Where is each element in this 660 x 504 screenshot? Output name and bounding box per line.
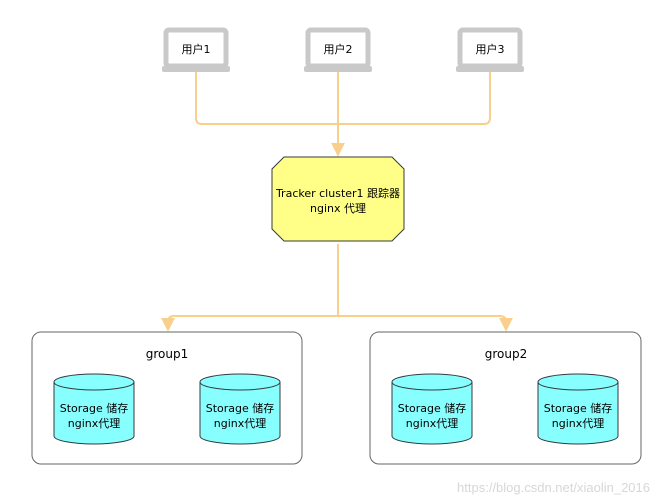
storage-node: Storage 储存 nginx代理 (391, 373, 473, 445)
tracker-label-line1: Tracker cluster1 跟踪器 (275, 186, 400, 200)
laptop-icon (456, 27, 524, 72)
user-label-1: 用户1 (182, 42, 211, 56)
laptop-icon (304, 27, 372, 72)
user-label-3: 用户3 (476, 42, 505, 56)
tracker-octagon (271, 156, 405, 242)
group-container-2: group2 Storage 储存 nginx代理 Storage 储存 ngi… (369, 331, 642, 465)
storage-label-line1: Storage 储存 (544, 401, 613, 415)
storage-node: Storage 储存 nginx代理 (537, 373, 619, 445)
storage-label-line2: nginx代理 (406, 417, 459, 430)
connector-user3 (338, 72, 491, 125)
laptop-icon (162, 27, 230, 72)
storage-cylinder (537, 373, 619, 445)
group-title: group2 (485, 347, 528, 361)
user-laptop-1: 用户1 (162, 27, 230, 72)
storage-label-line2: nginx代理 (214, 417, 267, 430)
connector-group1 (161, 315, 338, 332)
connector-user1 (195, 72, 338, 125)
user-laptop-2: 用户2 (304, 27, 372, 72)
storage-node: Storage 储存 nginx代理 (53, 373, 135, 445)
user-laptop-3: 用户3 (456, 27, 524, 72)
storage-label-line1: Storage 储存 (398, 401, 467, 415)
storage-label-line1: Storage 储存 (60, 401, 129, 415)
tracker-node: Tracker cluster1 跟踪器 nginx 代理 (271, 156, 405, 242)
group-title: group1 (146, 347, 189, 361)
storage-cylinder (391, 373, 473, 445)
storage-label-line1: Storage 储存 (206, 401, 275, 415)
user-label-2: 用户2 (324, 42, 353, 56)
group-connectors (161, 244, 513, 332)
watermark: https://blog.csdn.net/xiaolin_2016 (457, 480, 650, 495)
storage-label-line2: nginx代理 (68, 417, 121, 430)
storage-cylinder (199, 373, 281, 445)
storage-cylinder (53, 373, 135, 445)
storage-label-line2: nginx代理 (552, 417, 605, 430)
group-container-1: group1 Storage 储存 nginx代理 Storage 储存 ngi… (31, 331, 303, 465)
user-connectors (195, 72, 491, 157)
connector-group2 (338, 315, 513, 332)
tracker-label-line2: nginx 代理 (310, 202, 366, 215)
storage-node: Storage 储存 nginx代理 (199, 373, 281, 445)
